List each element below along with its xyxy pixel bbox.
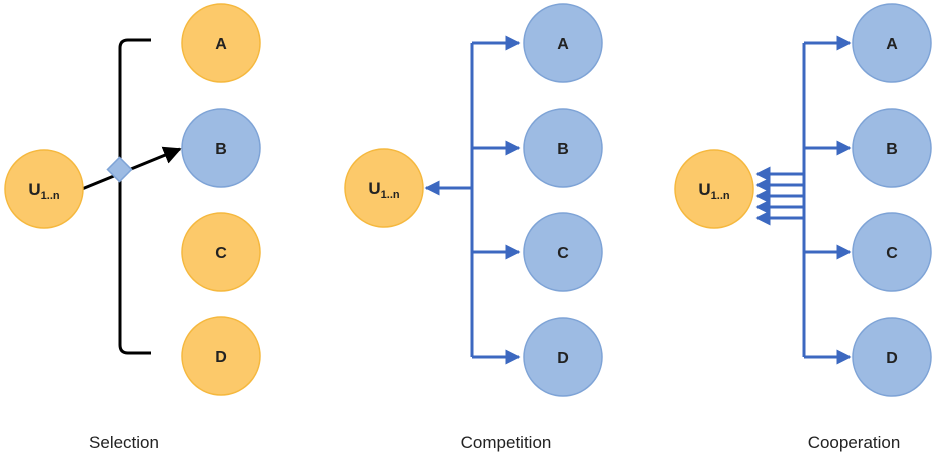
option-node-d: D — [181, 316, 261, 396]
node-label: B — [886, 141, 898, 158]
panel-caption: Cooperation — [808, 433, 901, 452]
option-node-b: B — [523, 108, 603, 188]
selector-diamond — [106, 156, 133, 183]
node-label: B — [215, 141, 227, 158]
user-node-label: U — [28, 180, 40, 199]
node-label: C — [886, 245, 898, 262]
user-node-subscript: 1..n — [41, 190, 60, 202]
user-node-subscript: 1..n — [381, 189, 400, 201]
svg-text:U1..n: U1..n — [28, 180, 60, 202]
option-node-d: D — [523, 317, 603, 397]
selection-bracket — [118, 38, 151, 355]
option-node-b: B — [852, 108, 932, 188]
option-node-b: B — [181, 108, 261, 188]
panel-cooperation: U1..n A B C D Cooperation — [674, 3, 932, 452]
node-label: B — [557, 141, 569, 158]
option-node-a: A — [523, 3, 603, 83]
node-label: C — [215, 245, 227, 262]
node-label: C — [557, 245, 569, 262]
panel-caption: Competition — [461, 433, 552, 452]
svg-text:U1..n: U1..n — [368, 179, 400, 201]
panel-competition: U1..n A B C D Competition — [344, 3, 603, 452]
option-node-c: C — [181, 212, 261, 292]
option-node-d: D — [852, 317, 932, 397]
node-label: A — [215, 36, 227, 53]
node-label: D — [557, 350, 569, 367]
user-node: U1..n — [674, 149, 754, 229]
panel-selection: U1..n A B C D Selection — [4, 3, 261, 452]
node-label: A — [557, 36, 569, 53]
option-node-a: A — [852, 3, 932, 83]
panel-caption: Selection — [89, 433, 159, 452]
svg-text:U1..n: U1..n — [698, 180, 730, 202]
node-label: A — [886, 36, 898, 53]
user-node: U1..n — [344, 148, 424, 228]
option-node-c: C — [852, 212, 932, 292]
user-node: U1..n — [4, 149, 84, 229]
user-node-label: U — [368, 179, 380, 198]
user-node-subscript: 1..n — [711, 190, 730, 202]
node-label: D — [215, 349, 227, 366]
option-node-c: C — [523, 212, 603, 292]
option-node-a: A — [181, 3, 261, 83]
user-node-label: U — [698, 180, 710, 199]
node-label: D — [886, 350, 898, 367]
